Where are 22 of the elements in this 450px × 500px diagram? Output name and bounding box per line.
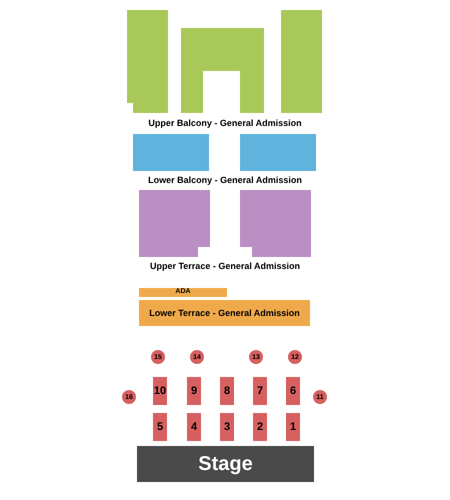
table-section: 5 xyxy=(153,413,167,441)
table-section: 9 xyxy=(187,377,201,405)
table-section: 2 xyxy=(253,413,267,441)
seating-section xyxy=(181,28,264,113)
table-section: 3 xyxy=(220,413,234,441)
table-section: 1 xyxy=(286,413,300,441)
table-section: 7 xyxy=(253,377,267,405)
seating-section xyxy=(127,10,168,113)
table-section: 4 xyxy=(187,413,201,441)
stage: Stage xyxy=(137,446,314,482)
table-section: 8 xyxy=(220,377,234,405)
seating-section xyxy=(240,190,311,257)
seating-section xyxy=(133,134,209,171)
section-label: Upper Balcony - General Admission xyxy=(147,117,303,130)
seating-section xyxy=(139,190,210,257)
seating-section xyxy=(240,134,316,171)
table-section: 6 xyxy=(286,377,300,405)
section-label: Lower Balcony - General Admission xyxy=(147,174,303,187)
section-label: Upper Terrace - General Admission xyxy=(148,260,302,273)
table-section: 10 xyxy=(153,377,167,405)
lower-terrace-section: Lower Terrace - General Admission xyxy=(139,300,310,326)
seating-section xyxy=(281,10,322,113)
